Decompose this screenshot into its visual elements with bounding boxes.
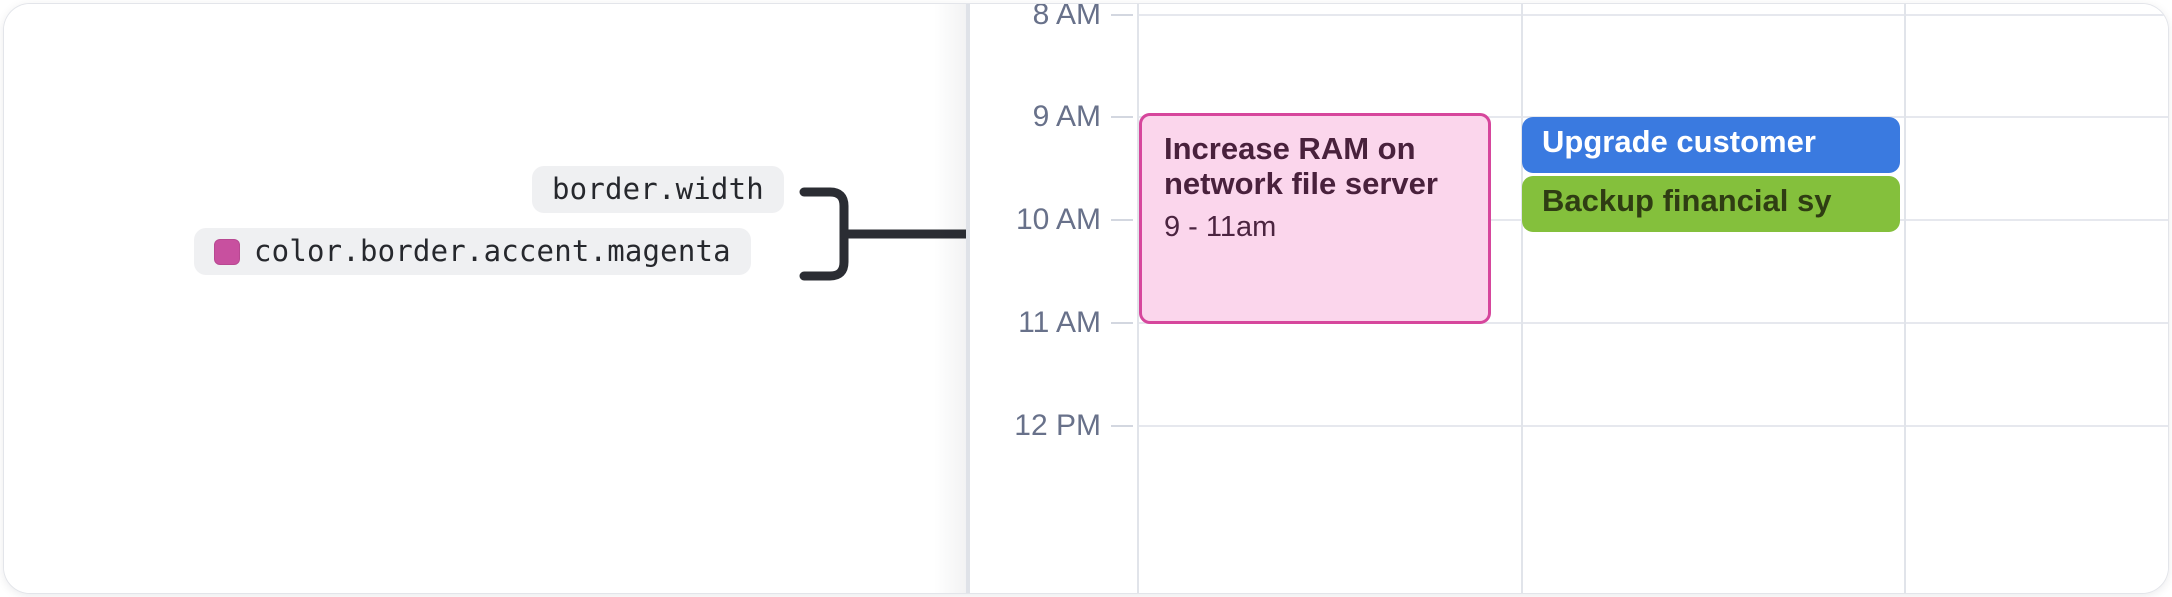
- calendar-day-grid: 8 AM 9 AM 10 AM 11 AM 12 PM Increase RAM on …: [970, 4, 2168, 593]
- calendar-column-divider: [1521, 4, 1523, 593]
- app-surface: border.width color.border.accent.magenta…: [4, 4, 2168, 593]
- event-title: Upgrade customer: [1542, 124, 1816, 159]
- calendar-event-increase-ram[interactable]: Increase RAM on network file server 9 - …: [1139, 113, 1491, 324]
- time-gutter: 8 AM 9 AM 10 AM 11 AM 12 PM: [970, 4, 1137, 593]
- time-gutter-tick: [1111, 219, 1133, 221]
- time-gutter-tick: [1111, 322, 1133, 324]
- token-pill-border-width[interactable]: border.width: [532, 166, 784, 213]
- panel-divider[interactable]: [966, 4, 970, 593]
- time-gutter-tick: [1111, 116, 1133, 118]
- calendar-column-divider: [1137, 4, 1139, 593]
- connector-bracket: [799, 187, 849, 281]
- calendar-column-divider: [1904, 4, 1906, 593]
- time-gutter-tick: [1111, 14, 1133, 16]
- token-pill-color-border-accent-magenta[interactable]: color.border.accent.magenta: [194, 228, 751, 275]
- time-gutter-label: 8 AM: [1032, 4, 1101, 31]
- event-title: Backup financial sy: [1542, 183, 1832, 218]
- calendar-event-upgrade-customer[interactable]: Upgrade customer: [1522, 117, 1900, 173]
- time-gutter-tick: [1111, 425, 1133, 427]
- calendar-hour-line: [1137, 322, 2168, 324]
- event-time: 9 - 11am: [1164, 211, 1277, 244]
- token-label: border.width: [552, 172, 764, 206]
- event-title: Increase RAM on network file server: [1164, 131, 1438, 201]
- time-gutter-label: 11 AM: [1018, 306, 1101, 339]
- calendar-event-backup-financial[interactable]: Backup financial sy: [1522, 176, 1900, 232]
- time-gutter-label: 12 PM: [1014, 409, 1101, 442]
- time-gutter-label: 10 AM: [1015, 203, 1101, 236]
- time-gutter-label: 9 AM: [1032, 100, 1101, 133]
- calendar-hour-line: [1137, 425, 2168, 427]
- token-label: color.border.accent.magenta: [254, 234, 731, 268]
- annotation-panel: border.width color.border.accent.magenta: [4, 4, 1150, 593]
- calendar-hour-line: [1137, 14, 2168, 16]
- color-swatch-icon: [214, 238, 240, 265]
